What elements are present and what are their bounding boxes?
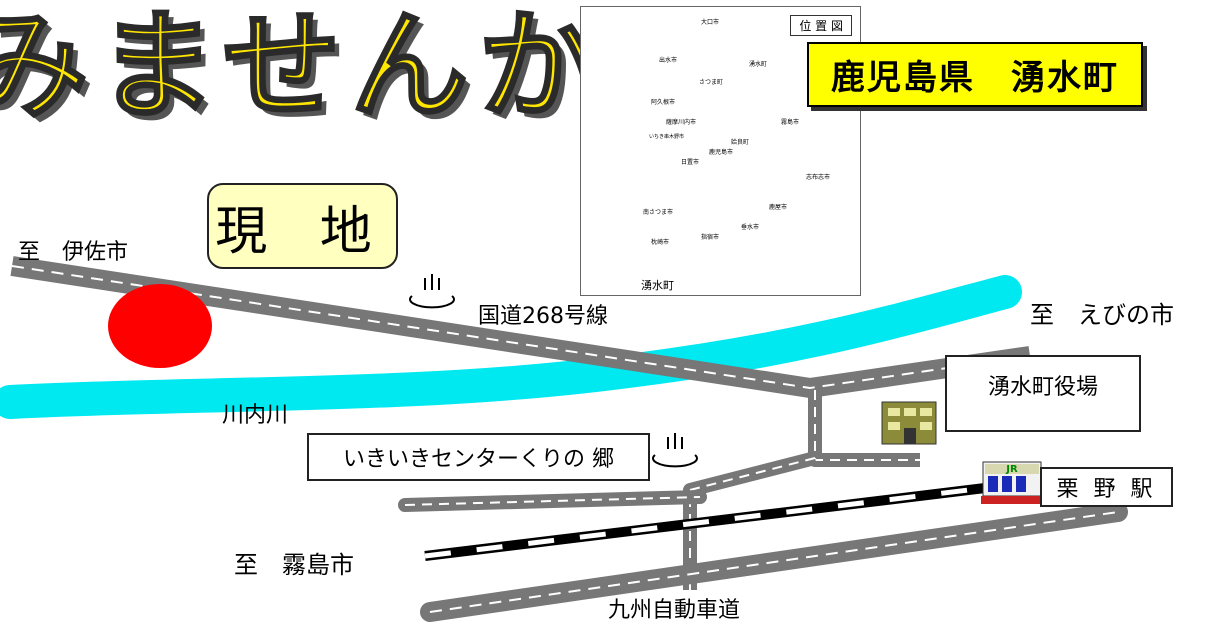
inset-title: 位 置 図 [790, 15, 852, 36]
inset-city-label: 鹿屋市 [769, 204, 788, 211]
label-route-268: 国道268号線 [478, 304, 608, 329]
inset-city-label: さつま町 [699, 79, 724, 86]
kyushu-expressway-road [420, 502, 1128, 622]
inset-city-label: 薩摩川内市 [666, 119, 697, 126]
label-to-ebino: 至 えびの市 [1030, 301, 1174, 329]
label-to-isa: 至 伊佐市 [18, 240, 129, 265]
inset-city-label: 枕崎市 [651, 239, 670, 246]
town-office-icon [881, 401, 937, 445]
connector-roads [398, 390, 920, 590]
inset-city-label: 鹿児島市 [709, 149, 734, 156]
ikiiki-center-label-box: いきいきセンターくりの 郷 [307, 433, 650, 481]
prefecture-label-box: 鹿児島県 湧水町 [807, 42, 1143, 107]
hot-spring-icon [409, 274, 455, 309]
inset-city-label: いちき串木野市 [649, 134, 685, 140]
ikiiki-center-label: いきいきセンターくりの 郷 [343, 447, 614, 472]
prefecture-label: 鹿児島県 湧水町 [831, 58, 1119, 98]
kurino-station-label: 栗 野 駅 [1056, 477, 1157, 502]
town-office-label: 湧水町役場 [987, 375, 1098, 400]
inset-city-label: 出水市 [659, 57, 678, 64]
inset-city-label: 垂水市 [741, 224, 760, 231]
site-marker [108, 284, 212, 368]
site-label-box: 現 地 [207, 183, 398, 269]
inset-city-label: 指宿市 [701, 234, 720, 241]
kurino-station-label-box: 栗 野 駅 [1040, 467, 1173, 507]
station-icon [981, 461, 1043, 504]
inset-legend-label: 湧水町 [641, 279, 674, 292]
site-label: 現 地 [215, 201, 390, 262]
jr-railway [424, 483, 986, 561]
town-office-label-box: 湧水町役場 [945, 355, 1141, 432]
inset-city-label: 大口市 [701, 19, 720, 26]
sendai-river [0, 275, 1022, 419]
label-to-kirishima: 至 霧島市 [234, 551, 354, 579]
inset-city-label: 志布志市 [806, 174, 831, 181]
inset-city-label: 姶良町 [731, 139, 750, 146]
hot-spring-icon [652, 433, 698, 468]
inset-city-label: 霧島市 [781, 119, 800, 126]
banner-title: みませんか [0, 0, 607, 137]
inset-city-label: 日置市 [681, 159, 700, 166]
label-river: 川内川 [222, 403, 289, 428]
inset-city-label: 阿久根市 [651, 99, 676, 106]
label-kyushu-expressway: 九州自動車道 [608, 598, 741, 623]
station-sign: JR [1005, 464, 1018, 475]
inset-city-label: 湧水町 [749, 61, 768, 68]
inset-city-label: 南さつま市 [643, 209, 674, 216]
